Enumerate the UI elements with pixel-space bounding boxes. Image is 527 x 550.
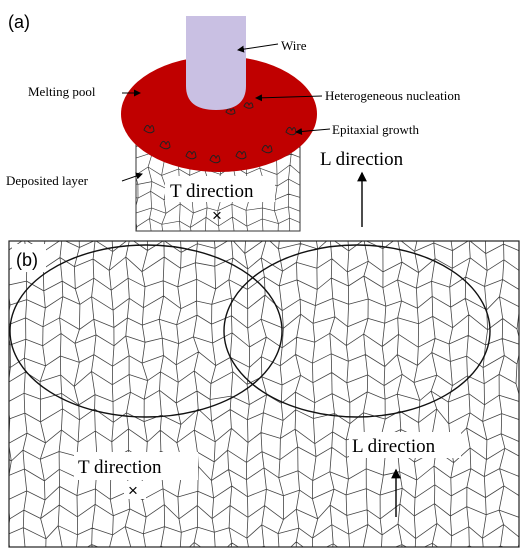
nucleation-site (235, 150, 247, 160)
deposition-track-right (223, 244, 491, 418)
nucleation-site (159, 140, 171, 150)
wire (186, 16, 246, 110)
panel-b-tag-bg (12, 244, 46, 272)
l-direction-label-bg-b (349, 432, 461, 458)
nucleation-site (185, 150, 197, 160)
panel-a: (a) Wire (6, 12, 461, 232)
nucleation-site (243, 102, 254, 109)
t-direction-cross-a: × (212, 206, 222, 225)
label-arrows (121, 43, 367, 227)
t-direction-label-a: T direction (170, 181, 254, 202)
l-direction-label-a: L direction (320, 149, 404, 170)
panel-a-tag: (a) (8, 12, 30, 32)
melting-pool-label: Melting pool (28, 84, 96, 99)
nucleation-site (261, 144, 273, 154)
panel-b-frame (8, 240, 520, 548)
nucleation-site (285, 126, 297, 136)
nucleation-site (143, 124, 155, 134)
deposited-layer-arrow (121, 172, 143, 182)
panel-b-tag: (b) (16, 250, 38, 270)
microstructure-grains (9, 241, 519, 547)
deposited-layer-label: Deposited layer (6, 173, 89, 188)
l-direction-label-b: L direction (352, 436, 436, 457)
heterogeneous-nucleation-label: Heterogeneous nucleation (325, 88, 461, 103)
nucleation-site (225, 108, 236, 115)
t-direction-cross-b: × (128, 481, 138, 500)
epitaxial-arrow (295, 127, 331, 135)
nucleation-arrow (255, 94, 323, 102)
t-direction-label-bg-b (74, 452, 198, 480)
t-direction-label-bg-a (165, 176, 275, 202)
t-direction-cross-bg-b (124, 481, 146, 499)
wire-label: Wire (281, 38, 307, 53)
panel-b: (b) T direction × L direction (8, 240, 520, 548)
t-direction-label-b: T direction (78, 457, 162, 478)
wire-arrow (237, 43, 279, 53)
deposition-track-left (9, 244, 283, 418)
epitaxial-growth-label: Epitaxial growth (332, 122, 420, 137)
nucleation-site (209, 154, 221, 164)
grain-boundaries (9, 241, 519, 547)
melting-pool (121, 56, 317, 172)
